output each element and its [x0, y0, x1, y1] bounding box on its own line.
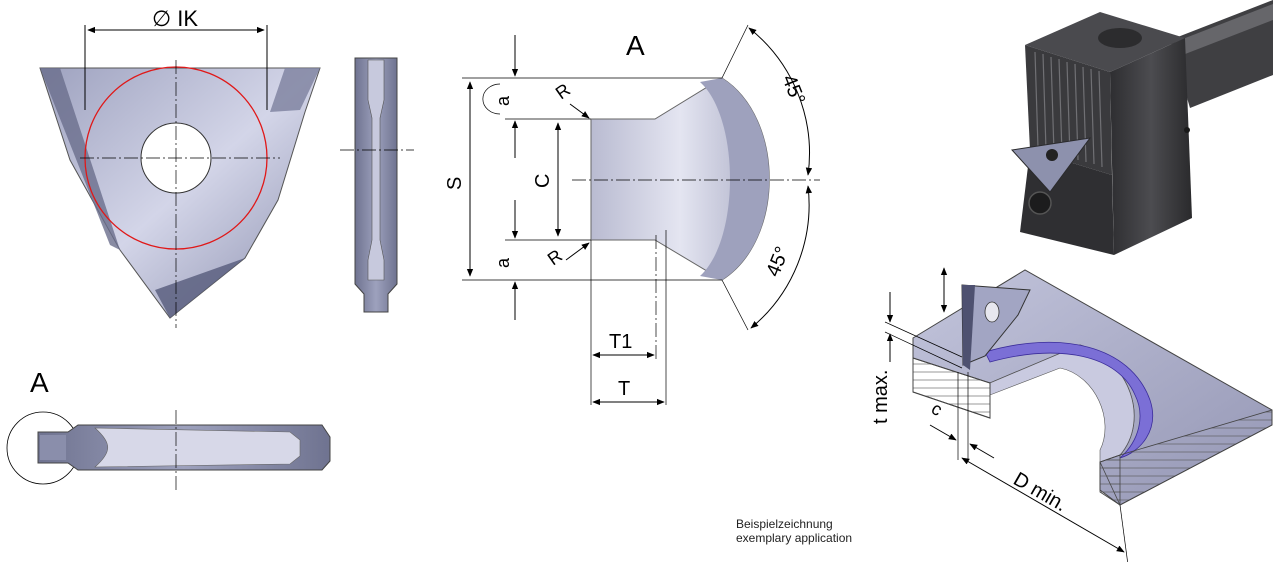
caption-de: Beispielzeichnung [736, 517, 833, 531]
c-label: C [532, 174, 554, 188]
insert-view-a: A [6, 367, 331, 490]
r-bottom-label: R [544, 245, 566, 269]
s-label: S [444, 177, 466, 190]
insert-side-view [340, 57, 414, 313]
a-top-label: a [493, 95, 513, 106]
t-max-label: t max. [870, 370, 892, 424]
view-a-label: A [626, 30, 645, 61]
r-top-label: R [552, 79, 574, 103]
ik-label: ∅ IK [152, 6, 198, 31]
t1-label: T1 [609, 331, 632, 353]
tool-holder-3d [1011, 0, 1273, 255]
detail-a-profile: S a a C R R A T1 T 45° 45° [444, 24, 820, 406]
workpiece-3d: t max. c D min. [870, 267, 1273, 562]
c-small-label: c [928, 398, 946, 420]
d-min-label: D min. [1010, 468, 1071, 516]
caption: Beispielzeichnung exemplary application [736, 517, 852, 545]
angle-bottom-label: 45° [762, 244, 794, 280]
insert-top-view: ∅ IK [39, 6, 321, 328]
angle-top-label: 45° [777, 72, 809, 108]
view-a-side-label: A [30, 367, 49, 398]
a-bottom-label: a [493, 257, 513, 268]
t-label: T [618, 378, 630, 400]
caption-en: exemplary application [736, 531, 853, 545]
